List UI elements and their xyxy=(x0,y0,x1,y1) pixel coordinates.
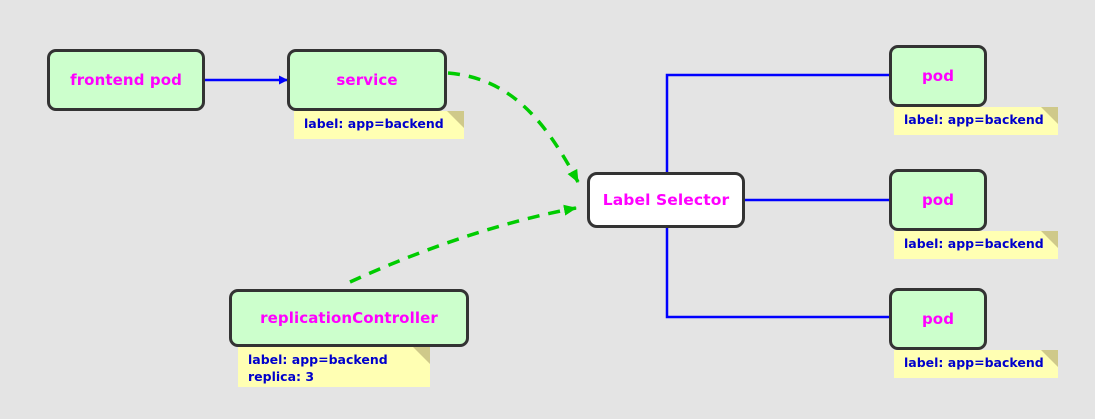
edge-rc-to-selector xyxy=(349,204,577,284)
note-replication-controller: label: app=backend replica: 3 xyxy=(238,347,430,387)
note-rc-line-1: label: app=backend xyxy=(248,352,388,367)
note-pod-middle: label: app=backend xyxy=(894,231,1058,259)
node-pod-bottom-label: pod xyxy=(921,310,955,328)
node-service[interactable]: service xyxy=(287,49,447,111)
note-pod-bottom: label: app=backend xyxy=(894,350,1058,378)
note-pod-middle-line-1: label: app=backend xyxy=(904,236,1044,251)
note-service: label: app=backend xyxy=(294,111,464,139)
node-pod-bottom[interactable]: pod xyxy=(889,288,987,350)
note-pod-bottom-line-1: label: app=backend xyxy=(904,355,1044,370)
node-pod-top-label: pod xyxy=(921,67,955,85)
node-label-selector-label: Label Selector xyxy=(602,191,730,209)
node-replication-controller-label: replicationController xyxy=(260,309,438,327)
node-pod-top[interactable]: pod xyxy=(889,45,987,107)
node-service-label: service xyxy=(336,71,398,89)
node-replication-controller[interactable]: replicationController xyxy=(229,289,469,347)
node-pod-middle[interactable]: pod xyxy=(889,169,987,231)
note-service-line-1: label: app=backend xyxy=(304,116,444,131)
edge-service-to-selector xyxy=(447,71,580,183)
node-label-selector[interactable]: Label Selector xyxy=(587,172,745,228)
note-pod-top: label: app=backend xyxy=(894,107,1058,135)
node-frontend-pod-label: frontend pod xyxy=(70,71,182,89)
node-pod-middle-label: pod xyxy=(921,191,955,209)
note-pod-top-line-1: label: app=backend xyxy=(904,112,1044,127)
note-rc-line-2: replica: 3 xyxy=(248,369,315,384)
node-frontend-pod[interactable]: frontend pod xyxy=(47,49,205,111)
